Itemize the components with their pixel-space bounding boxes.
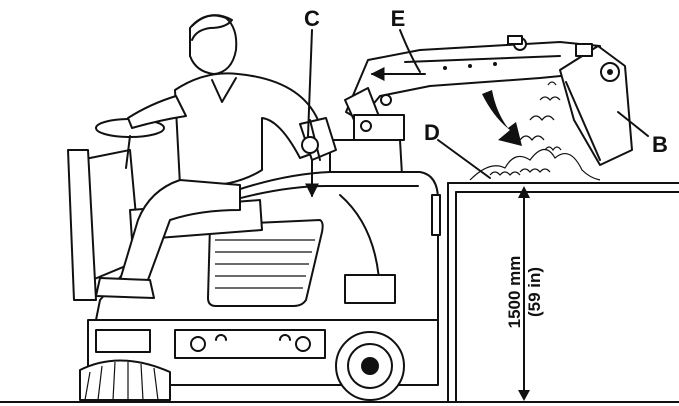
operator — [95, 14, 337, 299]
debris-pile — [469, 81, 601, 181]
side-brush — [79, 329, 171, 401]
rear-wheel — [335, 331, 405, 401]
callout-e-leader — [399, 29, 421, 73]
hopper — [559, 43, 633, 166]
vent-grille — [215, 239, 315, 289]
height-dimension-line — [512, 182, 536, 401]
dimension-imperial: (59 in) — [525, 267, 544, 317]
container-box — [447, 182, 679, 403]
operator-seat — [67, 149, 263, 301]
dimension-label-group: 1500 mm (59 in) — [505, 256, 544, 329]
callout-label-d: D — [424, 120, 440, 145]
hopper-control-lever — [301, 119, 321, 161]
callout-label-c: C — [304, 6, 320, 31]
callout-d-leader — [437, 139, 491, 179]
dump-direction-arrow — [482, 90, 522, 146]
callout-c-leader — [307, 29, 313, 137]
callout-label-e: E — [391, 6, 406, 31]
dimension-metric: 1500 mm — [505, 256, 524, 329]
callout-b-leader — [617, 111, 649, 137]
lift-cylinder — [329, 87, 405, 176]
callout-label-b: B — [652, 132, 668, 157]
